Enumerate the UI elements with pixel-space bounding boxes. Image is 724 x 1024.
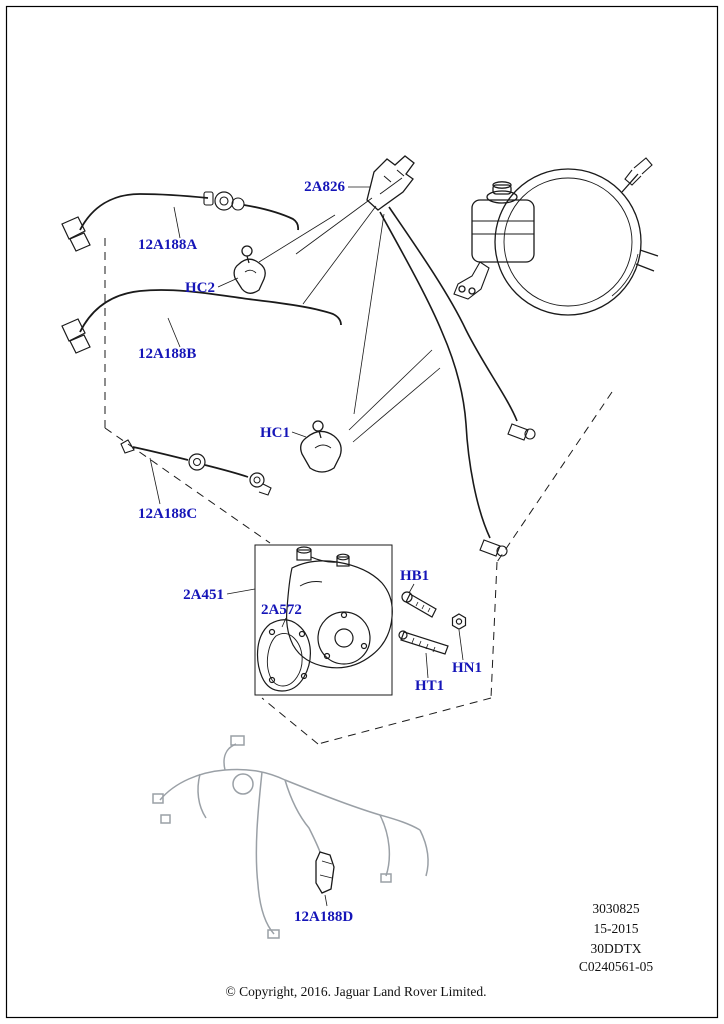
ref-date: 15-2015 [594, 921, 639, 936]
ref-sheet-code: C0240561-05 [579, 959, 654, 974]
callout-hc2[interactable]: HC2 [185, 280, 215, 296]
connector-12a188d-art [315, 851, 335, 894]
ref-drawing-number: 3030825 [592, 901, 640, 916]
copyright-text: © Copyright, 2016. Jaguar Land Rover Lim… [225, 984, 486, 999]
clip-hc1-art [300, 420, 342, 473]
ref-engine-code: 30DDTX [591, 941, 642, 956]
callout-2a572[interactable]: 2A572 [261, 602, 302, 618]
callout-2a451[interactable]: 2A451 [183, 587, 224, 603]
pump-gasket-art [256, 619, 311, 692]
hose-12a188c-art [120, 439, 272, 496]
callout-2a826[interactable]: 2A826 [304, 179, 345, 195]
hose-12a188b-art [61, 289, 342, 354]
callout-ht1[interactable]: HT1 [415, 678, 444, 694]
brake-pipes-art [379, 206, 536, 557]
pointer-lines [149, 186, 464, 907]
callout-hb1[interactable]: HB1 [400, 568, 429, 584]
callout-12a188a[interactable]: 12A188A [138, 237, 197, 253]
clip-2a826-art [366, 155, 415, 211]
reference-block: 3030825 15-2015 30DDTX C0240561-05 [579, 901, 654, 974]
brake-booster-art [453, 157, 659, 316]
callout-hn1[interactable]: HN1 [452, 660, 482, 676]
fasteners-art [398, 591, 467, 655]
clip-hc2-art [233, 245, 266, 294]
callout-hc1[interactable]: HC1 [260, 425, 290, 441]
wiring-harness-art [152, 735, 429, 939]
hose-12a188a-art [61, 191, 300, 252]
callout-12a188b[interactable]: 12A188B [138, 346, 196, 362]
page-border [5, 5, 719, 1019]
callout-12a188c[interactable]: 12A188C [138, 506, 197, 522]
callout-12a188d[interactable]: 12A188D [294, 909, 353, 925]
